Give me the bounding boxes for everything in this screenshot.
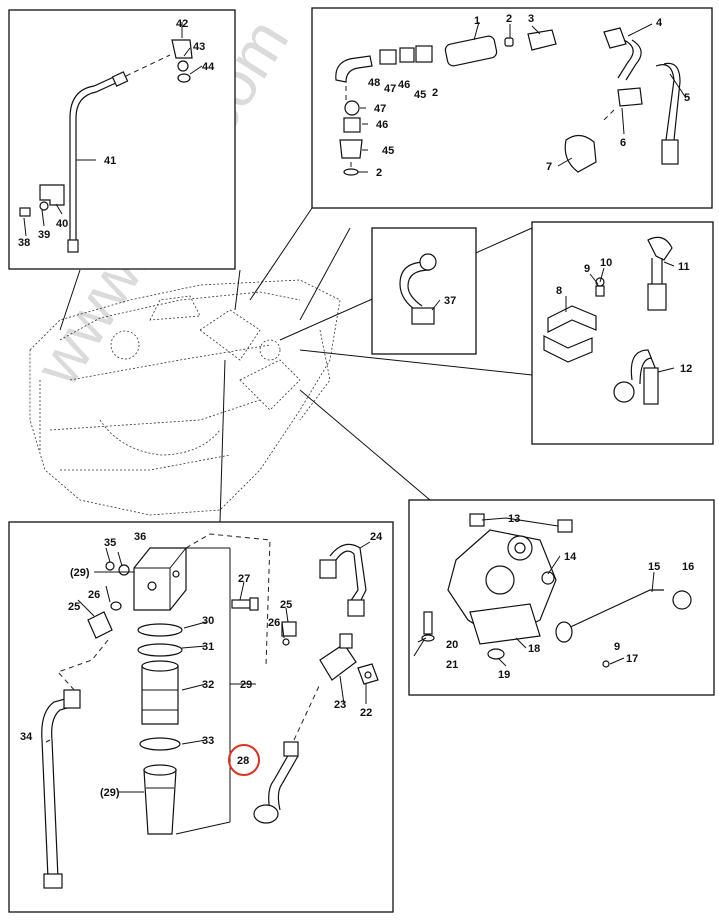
callout-28: 28 — [237, 755, 249, 767]
callout-23: 23 — [334, 699, 346, 711]
callout-41: 41 — [104, 155, 116, 167]
callout-11: 11 — [678, 261, 690, 273]
part-28-tube — [253, 741, 299, 824]
callout-30: 30 — [202, 615, 214, 627]
part-12-fitting — [613, 349, 659, 405]
part-29-filter-head — [133, 547, 187, 611]
part-15-16-lever — [555, 589, 692, 643]
callout-9-upper: 9 — [584, 263, 590, 275]
callout-12: 12 — [680, 363, 692, 375]
part-45-46-47-48-fittings — [335, 45, 433, 176]
callout-47-bottom: 47 — [374, 103, 386, 115]
callout-leaders — [23, 21, 687, 793]
callout-22: 22 — [360, 707, 372, 719]
callout-5: 5 — [684, 92, 690, 104]
callout-26-left: 26 — [88, 589, 100, 601]
callout-14: 14 — [564, 551, 577, 563]
callout-38: 38 — [18, 237, 30, 249]
highlight-circle-28 — [228, 744, 260, 776]
callout-29-bottom: (29) — [100, 787, 120, 799]
callout-46-top: 46 — [398, 79, 410, 91]
callout-32: 32 — [202, 679, 214, 691]
part-25-26-fitting — [87, 601, 122, 639]
part-32-element — [141, 660, 179, 725]
callout-24: 24 — [370, 531, 383, 543]
callout-36: 36 — [134, 531, 146, 543]
callout-6: 6 — [620, 137, 626, 149]
panel-part-37 — [371, 227, 477, 355]
panel-fuel-filter-assembly — [8, 521, 394, 913]
callout-47-top: 47 — [384, 83, 396, 95]
callout-48: 48 — [368, 77, 380, 89]
callout-2-top: 2 — [506, 13, 512, 25]
part-38-39-40-bracket — [19, 184, 65, 217]
part-42-43-elbow — [171, 39, 193, 83]
callout-7: 7 — [546, 161, 552, 173]
callout-35: 35 — [104, 537, 116, 549]
callout-21: 21 — [446, 659, 458, 671]
callout-29-top: (29) — [70, 567, 90, 579]
callout-26-right: 26 — [268, 617, 280, 629]
callout-37: 37 — [444, 295, 456, 307]
callout-3: 3 — [528, 13, 534, 25]
part-13-fittings — [469, 513, 573, 533]
part-4-5-6-7-lines — [564, 27, 681, 173]
part-25-26-right-fitting — [281, 621, 297, 646]
callout-25-left: 25 — [68, 601, 80, 613]
part-29-bowl — [143, 764, 177, 835]
callout-8: 8 — [556, 285, 562, 297]
callout-13: 13 — [508, 513, 520, 525]
callout-9-lower: 9 — [614, 641, 620, 653]
callout-44: 44 — [202, 61, 215, 73]
callout-15: 15 — [648, 561, 660, 573]
part-34-tube — [41, 689, 81, 889]
callout-34: 34 — [20, 731, 33, 743]
callout-18: 18 — [528, 643, 540, 655]
callout-20: 20 — [446, 639, 458, 651]
callout-17: 17 — [626, 653, 638, 665]
panel-fuel-return-line — [8, 9, 236, 270]
callout-45-top: 45 — [414, 89, 426, 101]
part-35-36 — [105, 561, 130, 576]
callout-10: 10 — [600, 257, 612, 269]
part-24-tube — [319, 543, 367, 617]
callout-19: 19 — [498, 669, 510, 681]
panel-parts-8-12 — [531, 221, 714, 445]
callout-40: 40 — [56, 218, 68, 230]
callout-2-bottom: 2 — [376, 167, 382, 179]
part-33-seal — [139, 737, 181, 751]
part-22-nut — [357, 663, 379, 685]
callout-42: 42 — [176, 18, 188, 30]
callout-27: 27 — [238, 573, 250, 585]
callout-33: 33 — [202, 735, 214, 747]
part-1-filter — [444, 29, 557, 67]
callout-39: 39 — [38, 229, 50, 241]
engine-block-outline — [29, 279, 341, 516]
part-27-bolt — [231, 597, 259, 611]
part-30-31-seals — [137, 623, 183, 657]
part-19-20-21-hardware — [421, 611, 610, 668]
callout-labels: 42 43 44 41 40 39 38 1 2 3 4 5 6 7 48 47… — [18, 13, 694, 799]
callout-1: 1 — [474, 15, 480, 27]
callout-2-mid: 2 — [432, 87, 438, 99]
part-11-fitting — [647, 236, 673, 311]
callout-31: 31 — [202, 641, 214, 653]
callout-25-right: 25 — [280, 599, 292, 611]
callout-46-bottom: 46 — [376, 119, 388, 131]
callout-16: 16 — [682, 561, 694, 573]
callout-45-bottom: 45 — [382, 145, 394, 157]
part-37-tube — [399, 253, 437, 325]
part-41-tube — [67, 71, 129, 253]
part-8-clamp — [543, 305, 597, 363]
part-18-pump-body — [447, 529, 557, 645]
callout-4: 4 — [656, 17, 663, 29]
part-23-tee — [319, 633, 357, 681]
callout-43: 43 — [193, 41, 205, 53]
callout-29-right: 29 — [240, 679, 252, 691]
